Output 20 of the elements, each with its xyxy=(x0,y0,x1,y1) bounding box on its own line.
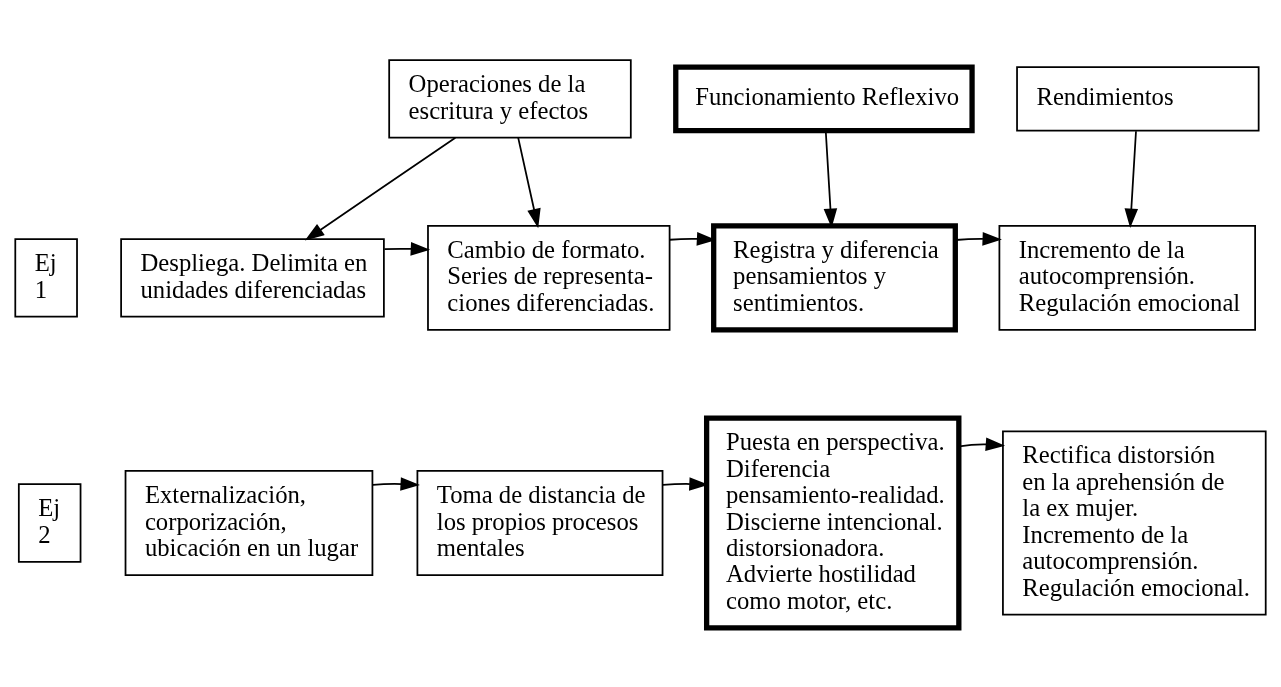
node-box: Funcionamiento Reflexivo xyxy=(673,63,975,133)
node-box: Incremento de la autocomprensión. Regulación emocional xyxy=(998,224,1256,331)
node-box: Cambio de formato. Series de representa- ciones diferenciadas. xyxy=(427,224,671,331)
node-box: Registra y diferencia pensamientos y sentimientos. xyxy=(711,222,958,333)
node-box: Rendimientos xyxy=(1016,65,1260,131)
node-box: Ej 2 xyxy=(17,482,82,563)
arrow xyxy=(1124,129,1139,228)
node-box: Toma de distancia de los propios procesos mentales xyxy=(416,469,664,576)
node-box: Despliega. Delimita en unidades diferenciadas xyxy=(120,237,385,318)
node-box: Puesta en perspectiva. Diferencia pensamiento-realidad. Discierne intencional. distorsionadora. Advierte hostilidad como motor, etc. xyxy=(704,414,962,631)
node-box: Externalización, corporización, ubicación en un lugar xyxy=(124,469,374,576)
arrow xyxy=(958,437,1006,451)
arrow xyxy=(954,231,1002,246)
node-box: Rectifica distorsión en la aprehensión de la ex mujer. Incremento de la autocomprensión. Regulación emocional. xyxy=(1002,429,1267,616)
arrow xyxy=(517,136,541,228)
node-box: Operaciones de la escritura y efectos xyxy=(388,58,632,139)
arrow xyxy=(372,476,420,491)
arrow xyxy=(304,136,457,240)
arrow xyxy=(383,241,431,256)
node-box: Ej 1 xyxy=(14,237,78,318)
